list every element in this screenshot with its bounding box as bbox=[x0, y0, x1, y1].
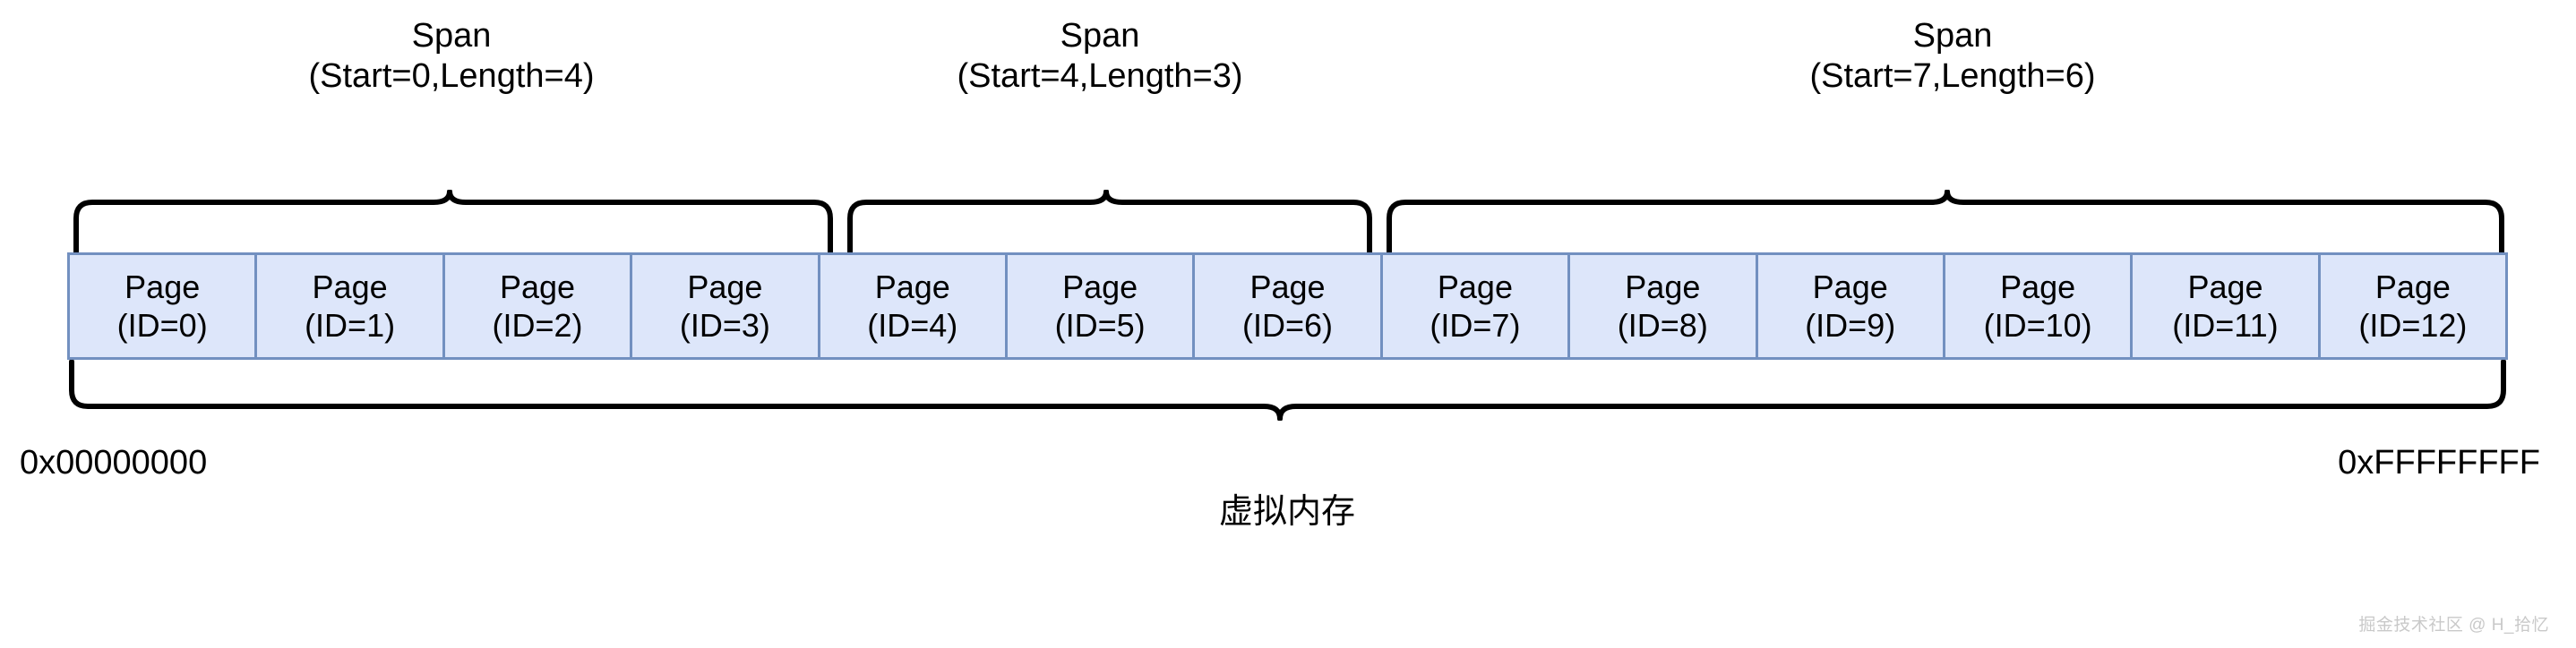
page-cell-7-id: (ID=7) bbox=[1430, 307, 1521, 344]
page-cell-0[interactable]: Page (ID=0) bbox=[70, 255, 258, 357]
watermark-text: 掘金技术社区 @ H_拾忆 bbox=[2358, 616, 2549, 635]
span-label-2-detail: (Start=7,Length=6) bbox=[1809, 57, 2096, 95]
page-cell-2[interactable]: Page (ID=2) bbox=[444, 255, 633, 357]
address-end-label: 0xFFFFFFFF bbox=[2338, 444, 2540, 482]
page-cell-9[interactable]: Page (ID=9) bbox=[1757, 255, 1945, 357]
page-cell-2-id: (ID=2) bbox=[492, 307, 583, 344]
page-cell-11-id: (ID=11) bbox=[2172, 307, 2279, 344]
page-cell-1[interactable]: Page (ID=1) bbox=[257, 255, 445, 357]
page-cell-8[interactable]: Page (ID=8) bbox=[1570, 255, 1758, 357]
page-cell-12-name: Page bbox=[2374, 269, 2451, 305]
brace-virtual-memory bbox=[67, 360, 2508, 421]
brace-span-0 bbox=[72, 190, 835, 254]
memory-page-row: Page (ID=0) Page (ID=1) Page (ID=2) Page… bbox=[67, 252, 2508, 360]
page-cell-6-name: Page bbox=[1249, 269, 1326, 305]
page-cell-6-id: (ID=6) bbox=[1242, 307, 1334, 344]
page-cell-10[interactable]: Page (ID=10) bbox=[1945, 255, 2134, 357]
span-label-1-name: Span bbox=[1060, 17, 1140, 55]
page-cell-5-name: Page bbox=[1062, 269, 1138, 305]
page-cell-6[interactable]: Page (ID=6) bbox=[1195, 255, 1383, 357]
span-label-2: Span (Start=7,Length=6) bbox=[1810, 16, 2096, 97]
page-cell-9-name: Page bbox=[1812, 269, 1888, 305]
page-cell-1-name: Page bbox=[312, 269, 388, 305]
page-cell-0-id: (ID=0) bbox=[116, 307, 208, 344]
page-cell-4-id: (ID=4) bbox=[867, 307, 958, 344]
virtual-memory-caption: 虚拟内存 bbox=[1218, 493, 1356, 531]
page-cell-2-name: Page bbox=[499, 269, 576, 305]
page-cell-10-id: (ID=10) bbox=[1983, 307, 2092, 344]
span-label-0-name: Span bbox=[411, 17, 492, 55]
page-cell-9-id: (ID=9) bbox=[1805, 307, 1896, 344]
page-cell-4-name: Page bbox=[874, 269, 950, 305]
page-cell-10-name: Page bbox=[2000, 269, 2076, 305]
page-cell-11[interactable]: Page (ID=11) bbox=[2133, 255, 2321, 357]
brace-span-1 bbox=[846, 190, 1374, 254]
page-cell-12-id: (ID=12) bbox=[2358, 307, 2468, 344]
span-label-1: Span (Start=4,Length=3) bbox=[957, 16, 1243, 97]
span-label-1-detail: (Start=4,Length=3) bbox=[957, 57, 1243, 95]
page-cell-7[interactable]: Page (ID=7) bbox=[1382, 255, 1571, 357]
page-cell-11-name: Page bbox=[2187, 269, 2263, 305]
page-cell-3[interactable]: Page (ID=3) bbox=[632, 255, 820, 357]
page-cell-3-name: Page bbox=[687, 269, 763, 305]
brace-span-2 bbox=[1385, 190, 2506, 254]
span-label-2-name: Span bbox=[1912, 17, 1993, 55]
page-cell-7-name: Page bbox=[1437, 269, 1513, 305]
page-cell-5[interactable]: Page (ID=5) bbox=[1007, 255, 1196, 357]
page-cell-4[interactable]: Page (ID=4) bbox=[820, 255, 1008, 357]
span-label-0: Span (Start=0,Length=4) bbox=[309, 16, 595, 97]
page-cell-8-id: (ID=8) bbox=[1617, 307, 1708, 344]
page-cell-3-id: (ID=3) bbox=[679, 307, 770, 344]
address-start-label: 0x00000000 bbox=[20, 444, 208, 482]
span-label-0-detail: (Start=0,Length=4) bbox=[308, 57, 595, 95]
page-cell-5-id: (ID=5) bbox=[1054, 307, 1146, 344]
page-cell-8-name: Page bbox=[1625, 269, 1701, 305]
page-cell-1-id: (ID=1) bbox=[305, 307, 396, 344]
page-cell-12[interactable]: Page (ID=12) bbox=[2320, 255, 2506, 357]
page-cell-0-name: Page bbox=[125, 269, 201, 305]
